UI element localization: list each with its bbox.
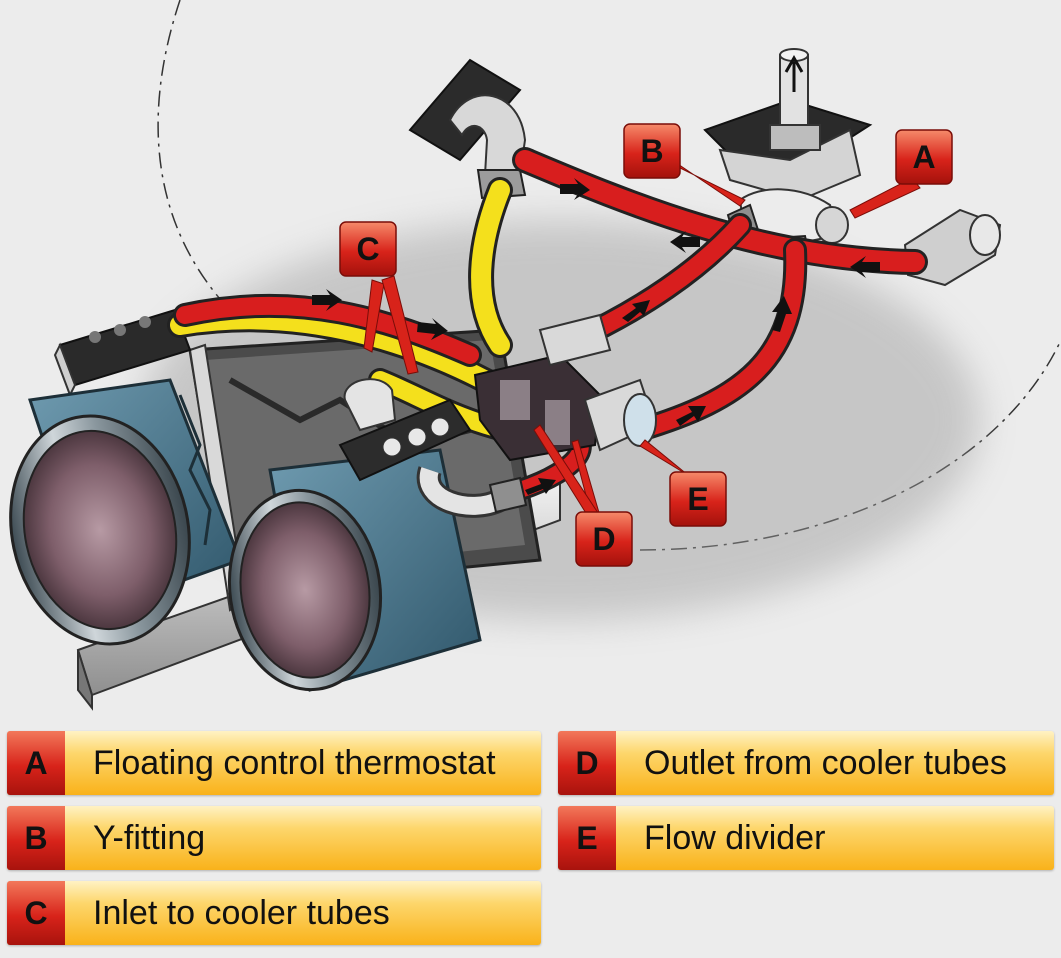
callout-a: A [895, 129, 953, 185]
legend-key: E [558, 806, 616, 870]
legend-text: Flow divider [644, 818, 826, 857]
callout-e: E [669, 471, 727, 527]
left-duct [9, 378, 242, 646]
legend-key: C [7, 881, 65, 945]
callout-letter-c: C [356, 231, 379, 267]
callout-letter-a: A [912, 139, 935, 175]
legend-text: Outlet from cooler tubes [644, 743, 1007, 782]
callout-letter-d: D [592, 521, 615, 557]
legend-item-a: A Floating control thermostat [7, 731, 541, 795]
legend-key: B [7, 806, 65, 870]
callout-b: B [623, 123, 681, 179]
legend-item-e: E Flow divider [558, 806, 1054, 870]
legend-text: Y-fitting [93, 818, 206, 857]
callout-letter-b: B [640, 133, 663, 169]
legend-item-b: B Y-fitting [7, 806, 541, 870]
oil-cooler-diagram: A B C D E [9, 0, 1061, 711]
left-bracket [53, 308, 192, 398]
callout-c: C [339, 221, 397, 277]
upper-elbow-fitting [408, 58, 527, 200]
legend-text: Inlet to cooler tubes [93, 893, 390, 932]
legend-item-d: D Outlet from cooler tubes [558, 731, 1054, 795]
callout-letter-e: E [687, 481, 708, 517]
legend-item-c: C Inlet to cooler tubes [7, 881, 541, 945]
flow-arrows [312, 178, 880, 495]
legend-key: A [7, 731, 65, 795]
callout-d: D [575, 511, 633, 567]
inlet-nut [903, 208, 1002, 287]
clamp-block [338, 378, 528, 518]
legend-key: D [558, 731, 616, 795]
legend-text: Floating control thermostat [93, 743, 496, 782]
right-duct [227, 448, 482, 692]
